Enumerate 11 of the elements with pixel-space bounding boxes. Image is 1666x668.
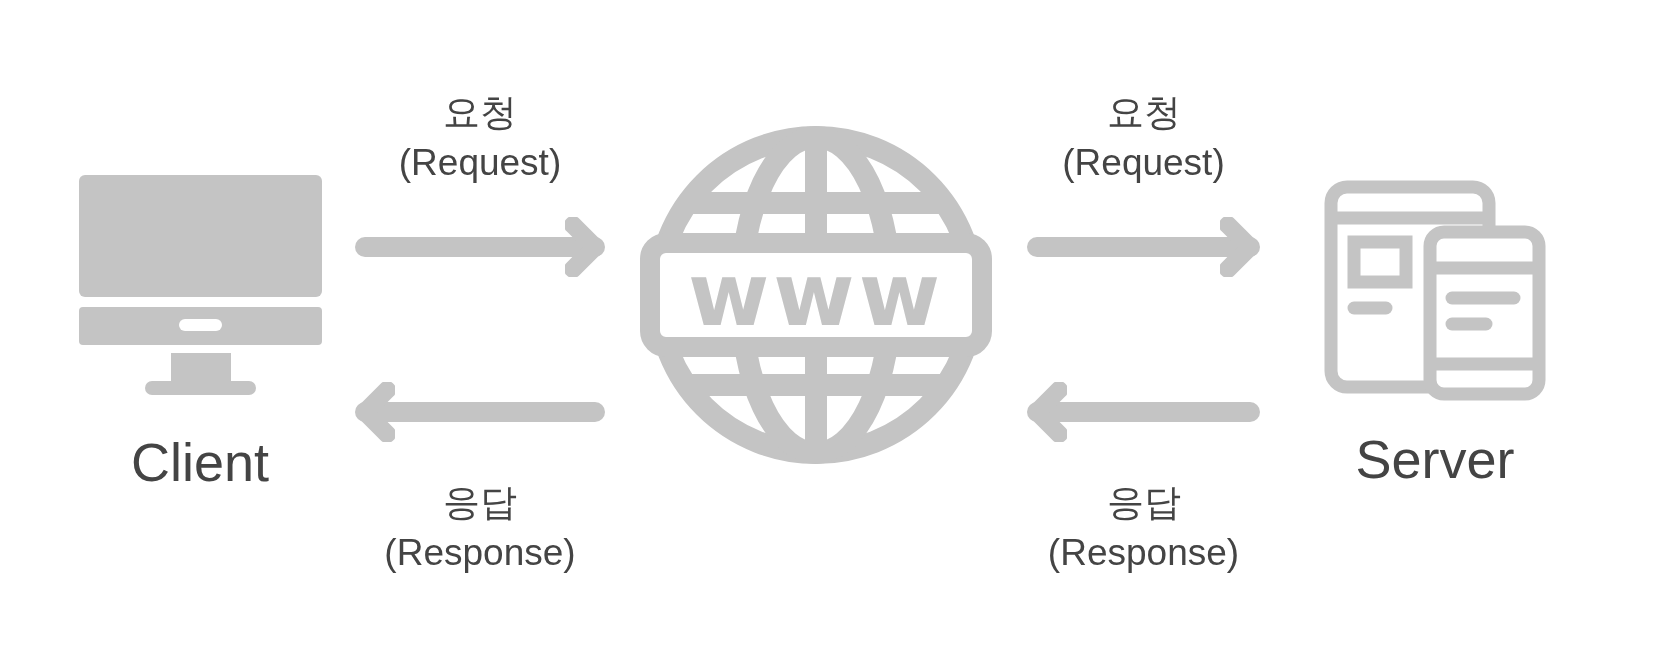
edge-label: 응답 (Response) bbox=[1046, 481, 1241, 575]
edge-label: 요청 (Request) bbox=[397, 91, 563, 185]
arrow bbox=[355, 216, 605, 278]
arrow bbox=[1027, 216, 1260, 278]
arrow bbox=[355, 381, 605, 443]
arrow bbox=[1027, 381, 1260, 443]
node-label: Server bbox=[1355, 432, 1515, 486]
www-text: www bbox=[688, 251, 944, 339]
edge-label: 응답 (Response) bbox=[383, 481, 577, 575]
node-label: Client bbox=[130, 435, 270, 489]
edge-label: 요청 (Request) bbox=[1061, 91, 1226, 185]
